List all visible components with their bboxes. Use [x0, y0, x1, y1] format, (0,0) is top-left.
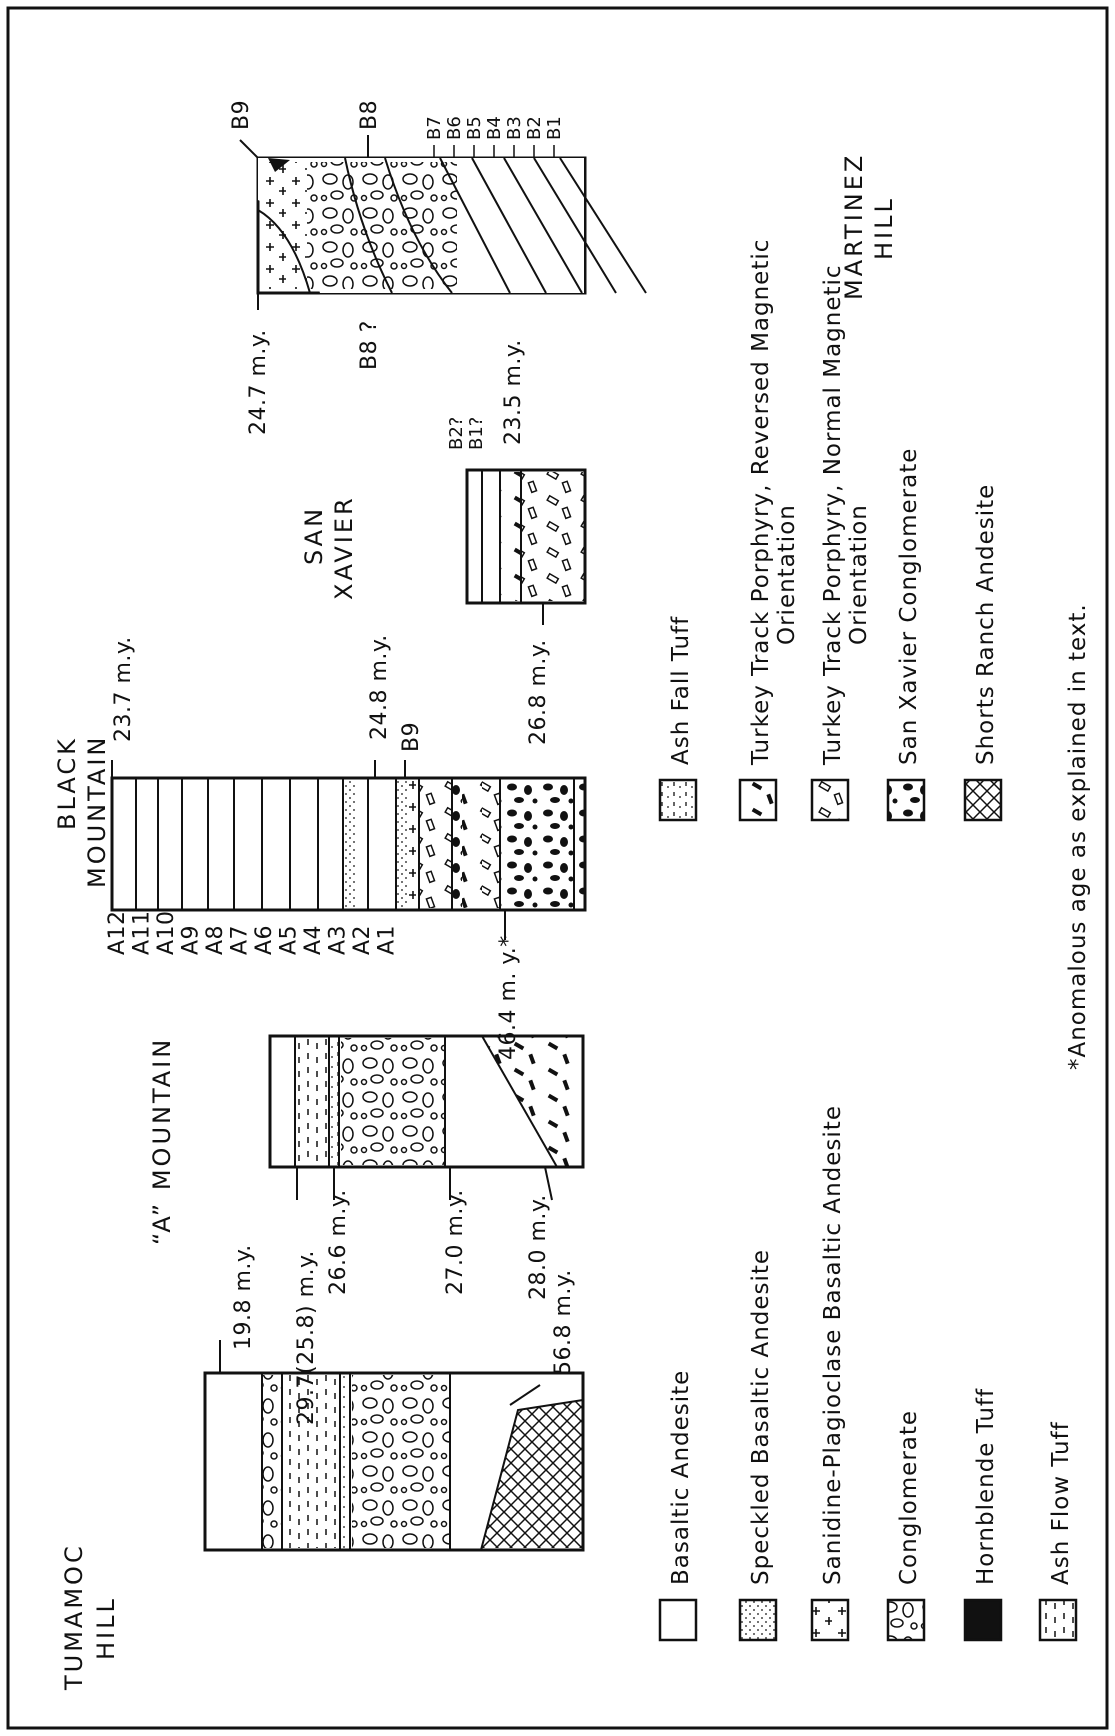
martinez-conglomerate-2: [387, 162, 457, 289]
legend-label: Turkey Track Porphyry, Reversed Magnetic: [748, 239, 774, 766]
legend-swatch-plus: [812, 1600, 848, 1640]
black-mountain-unit-label: A2: [350, 925, 375, 955]
martinez-unit-label: B6: [444, 116, 465, 140]
legend-swatch-dashdots: [660, 780, 696, 820]
black-mountain-unit-label: A9: [179, 925, 204, 955]
san-xavier-age: 26.8 m.y.: [526, 639, 551, 745]
san-xavier-title-2: XAVIER: [330, 495, 358, 600]
black-mountain-porphyry-normal: [419, 780, 452, 908]
legend-label: Ash Fall Tuff: [668, 616, 694, 765]
black-mountain-unit-label: A1: [375, 925, 400, 955]
a-mountain-conglomerate: [341, 1038, 445, 1165]
legend-swatch-crosshatch: [965, 780, 1001, 820]
legend-label: Basaltic Andesite: [668, 1370, 694, 1585]
a-mountain-age-1: 29.7(25.8) m.y.: [294, 1250, 319, 1425]
martinez-title-2: HILL: [870, 196, 898, 260]
legend-swatch-blank: [660, 1600, 696, 1640]
san-xavier-b1: B1?: [466, 417, 487, 450]
black-mountain-age-1: 23.7 m.y.: [111, 636, 136, 742]
martinez-conglomerate-1: [307, 162, 387, 289]
tumamoc-title-2: HILL: [92, 1596, 120, 1660]
a-mountain-age-3: 27.0 m.y.: [443, 1189, 468, 1295]
martinez-sanidine: [262, 162, 307, 289]
black-mountain-unit-label: A8: [203, 925, 228, 955]
tumamoc-title-1: TUMAMOC: [60, 1543, 88, 1691]
a-mountain-section: “A” MOUNTAIN 29.7(25.8) m.y. 26.6 m.y. 2…: [148, 1036, 583, 1425]
legend-label: Ash Flow Tuff: [1048, 1421, 1074, 1585]
legend-label-cont: Orientation: [774, 504, 800, 645]
martinez-unit-label: B3: [504, 116, 525, 140]
tumamoc-hill-section: TUMAMOC HILL 19.8 m.y.: [60, 1244, 583, 1691]
legend-label: Shorts Ranch Andesite: [973, 484, 999, 765]
martinez-unit-label: B7: [424, 116, 445, 140]
black-mountain-unit-label: A11: [130, 910, 155, 955]
san-xavier-b2: B2?: [446, 417, 467, 450]
black-mountain-unit-label: A3: [326, 925, 351, 955]
legend-swatch-sx-conglomerate: [888, 780, 924, 820]
legend-swatch-porphyry-normal: [812, 780, 848, 820]
legend-swatch-solid: [965, 1600, 1001, 1640]
tumamoc-age-1: 19.8 m.y.: [231, 1244, 256, 1350]
black-mountain-sx-conglomerate: [500, 780, 585, 908]
san-xavier-age-2: 23.5 m.y.: [501, 339, 526, 445]
legend-swatch-conglomerate: [888, 1600, 924, 1640]
legend-label: Conglomerate: [896, 1410, 922, 1585]
black-mountain-unit-label: A6: [252, 925, 277, 955]
black-mountain-unit-label: A4: [301, 925, 326, 955]
black-mountain-age-3: 46.4 m. y.*: [496, 935, 521, 1060]
tumamoc-age-6: 56.8 m.y.: [551, 1269, 576, 1375]
black-mountain-unit-label: A12: [105, 910, 130, 955]
legend-label-cont: Orientation: [846, 504, 872, 645]
black-mountain-unit-label: A10: [154, 910, 179, 955]
a-mountain-age-4: 28.0 m.y.: [526, 1194, 551, 1300]
martinez-bed-b8q: B8 ?: [357, 320, 382, 370]
black-mountain-porphyry-reversed: [462, 780, 482, 908]
black-mountain-unit-label: A7: [228, 925, 253, 955]
legend: Basaltic Andesite Speckled Basaltic Andes…: [660, 239, 1076, 1640]
san-xavier-porphyry-normal: [521, 472, 585, 601]
legend-label: Turkey Track Porphyry, Normal Magnetic: [820, 264, 846, 766]
martinez-age-1: 24.7 m.y.: [246, 329, 271, 435]
martinez-unit-label: B2: [524, 116, 545, 140]
black-mountain-title-1: BLACK: [53, 736, 81, 830]
legend-label: San Xavier Conglomerate: [896, 448, 922, 765]
martinez-unit-label: B5: [464, 116, 485, 140]
legend-swatch-dashes: [1040, 1600, 1076, 1640]
black-mountain-age-2: 24.8 m.y.: [367, 634, 392, 740]
black-mountain-bed-b9: B9: [399, 722, 424, 752]
tumamoc-conglomerate-band: [262, 1375, 282, 1548]
san-xavier-section: SAN XAVIER 26.8 m.y. B2? B1? 23.5 m.y.: [300, 339, 585, 745]
martinez-unit-label: B4: [484, 116, 505, 140]
black-mountain-unit-label: A5: [277, 925, 302, 955]
san-xavier-title-1: SAN: [300, 506, 328, 565]
tumamoc-conglomerate: [352, 1375, 450, 1548]
a-mountain-age-2: 26.6 m.y.: [326, 1189, 351, 1295]
a-mountain-title: “A” MOUNTAIN: [148, 1037, 176, 1245]
legend-label: Sanidine-Plagioclase Basaltic Andesite: [820, 1105, 846, 1585]
footnote: *Anomalous age as explained in text.: [1065, 603, 1091, 1070]
black-mountain-title-2: MOUNTAIN: [83, 735, 111, 888]
legend-swatch-porphyry-reversed: [740, 780, 776, 820]
martinez-unit-label: B1: [544, 116, 565, 140]
legend-label: Speckled Basaltic Andesite: [748, 1249, 774, 1585]
martinez-bed-b9: B9: [229, 100, 254, 130]
martinez-bed-b8: B8: [357, 100, 382, 130]
legend-swatch-speckled: [740, 1600, 776, 1640]
legend-label: Hornblende Tuff: [973, 1388, 999, 1585]
